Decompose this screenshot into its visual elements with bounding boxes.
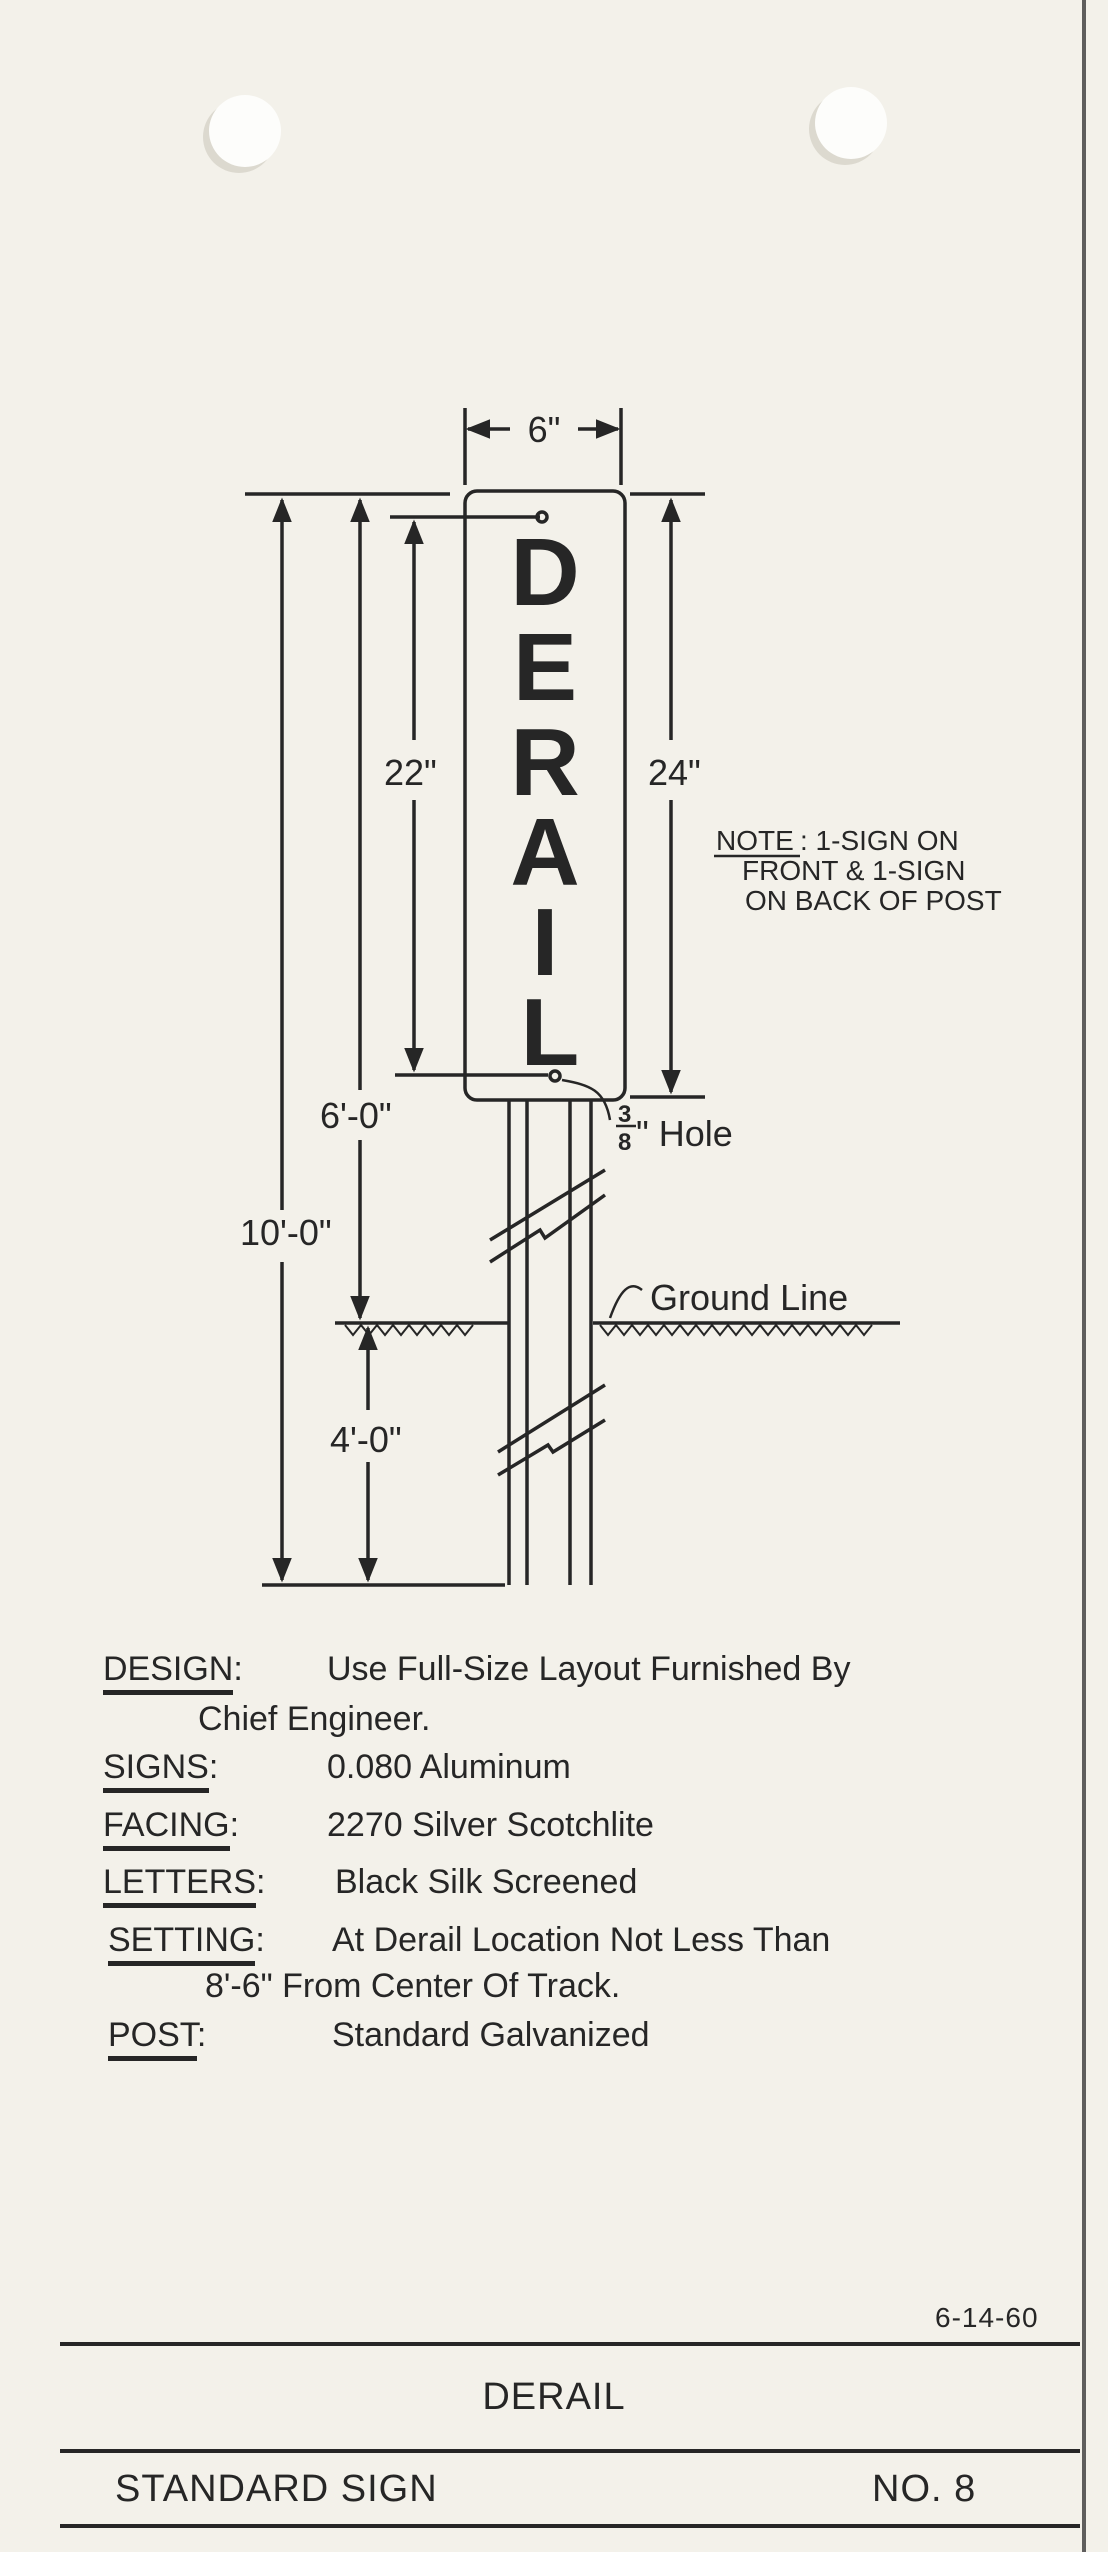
hole-fraction-denominator: 8 (618, 1129, 631, 1156)
sign-letter: I (532, 889, 559, 996)
spec-signs: SIGNS:0.080 Aluminum (103, 1748, 571, 1793)
sign-height-dimension: 24" (648, 752, 701, 793)
spec-setting: SETTING:At Derail Location Not Less Than (108, 1921, 831, 1966)
spec-design: DESIGN:Use Full-Size Layout Furnished By (103, 1650, 851, 1695)
spec-value: 0.080 Aluminum (327, 1748, 571, 1786)
sign-letter: E (513, 614, 577, 721)
above-ground-dimension: 6'-0" (320, 1095, 392, 1136)
spec-value-continued: Chief Engineer. (198, 1700, 431, 1738)
spec-letters: LETTERS:Black Silk Screened (103, 1863, 638, 1908)
sign-letter: D (510, 519, 579, 626)
total-height-dimension: 10'-0" (240, 1212, 332, 1253)
sign-letter: L (521, 979, 580, 1086)
revision-date: 6-14-60 (935, 2302, 1039, 2333)
sign-letters: D E R A I L (510, 519, 579, 1086)
sign-letter: R (510, 709, 579, 816)
sign-name: DERAIL (482, 2376, 626, 2418)
spec-label: SETTING (108, 1921, 256, 1966)
note-line: : 1-SIGN ON (800, 825, 959, 856)
sign-letter: A (510, 799, 579, 906)
spec-value: At Derail Location Not Less Than (332, 1921, 831, 1959)
spec-label: POST (108, 2016, 197, 2061)
width-dimension: 6" (528, 409, 561, 450)
sign-category: STANDARD SIGN (115, 2468, 438, 2510)
spec-value: Use Full-Size Layout Furnished By (327, 1650, 851, 1688)
mounting-hole-bottom (548, 1069, 562, 1083)
sign-drawing: D E R A I L 6" 10'-0" 6'-0" 4'-0" (240, 408, 1002, 1587)
ground-line-label: Ground Line (650, 1277, 848, 1318)
spec-value-continued: 8'-6" From Center Of Track. (205, 1967, 621, 2005)
note-line: ON BACK OF POST (745, 885, 1002, 916)
divider (60, 2449, 1080, 2453)
spec-value: 2270 Silver Scotchlite (327, 1806, 654, 1844)
spec-label: FACING (103, 1806, 230, 1851)
spec-value: Standard Galvanized (332, 2016, 650, 2054)
card-edge (1082, 0, 1086, 2552)
letter-height-dimension: 22" (384, 752, 437, 793)
below-ground-dimension: 4'-0" (330, 1419, 402, 1460)
hole-label: " Hole (636, 1113, 733, 1154)
spec-post: POST:Standard Galvanized (108, 2016, 650, 2061)
hole-fraction-numerator: 3 (618, 1101, 631, 1128)
spec-label: DESIGN (103, 1650, 234, 1695)
note-line: FRONT & 1-SIGN (742, 855, 966, 886)
divider (60, 2342, 1080, 2346)
sign-panel (463, 489, 627, 1102)
note: NOTE : 1-SIGN ON FRONT & 1-SIGN ON BACK … (714, 825, 1002, 916)
post (489, 1100, 607, 1585)
punch-hole-left (209, 95, 281, 167)
punch-hole-right (815, 87, 887, 159)
sign-number: NO. 8 (872, 2468, 977, 2510)
spec-label: LETTERS (103, 1863, 257, 1908)
divider (60, 2524, 1080, 2528)
spec-label: SIGNS (103, 1748, 209, 1793)
spec-value: Black Silk Screened (335, 1863, 638, 1901)
spec-facing: FACING:2270 Silver Scotchlite (103, 1806, 654, 1851)
note-label: NOTE (716, 825, 794, 856)
